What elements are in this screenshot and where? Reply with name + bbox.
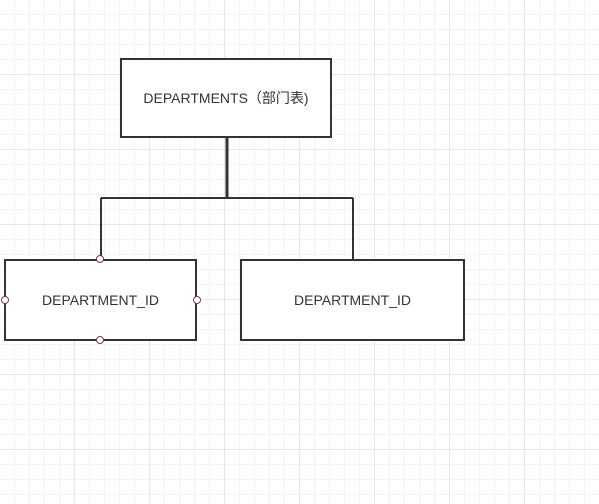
child-node-left-label: DEPARTMENT_ID — [42, 292, 159, 308]
selection-handle-left[interactable] — [1, 296, 9, 304]
selection-handle-right[interactable] — [193, 296, 201, 304]
selection-handle-bottom[interactable] — [96, 336, 104, 344]
child-node-right-label: DEPARTMENT_ID — [294, 292, 411, 308]
child-node-department-id-right[interactable]: DEPARTMENT_ID — [240, 259, 465, 341]
selection-handle-top[interactable] — [96, 255, 104, 263]
child-node-department-id-left[interactable]: DEPARTMENT_ID — [4, 259, 197, 341]
root-node-label: DEPARTMENTS（部门表) — [143, 90, 309, 106]
root-node-departments[interactable]: DEPARTMENTS（部门表) — [120, 58, 332, 138]
